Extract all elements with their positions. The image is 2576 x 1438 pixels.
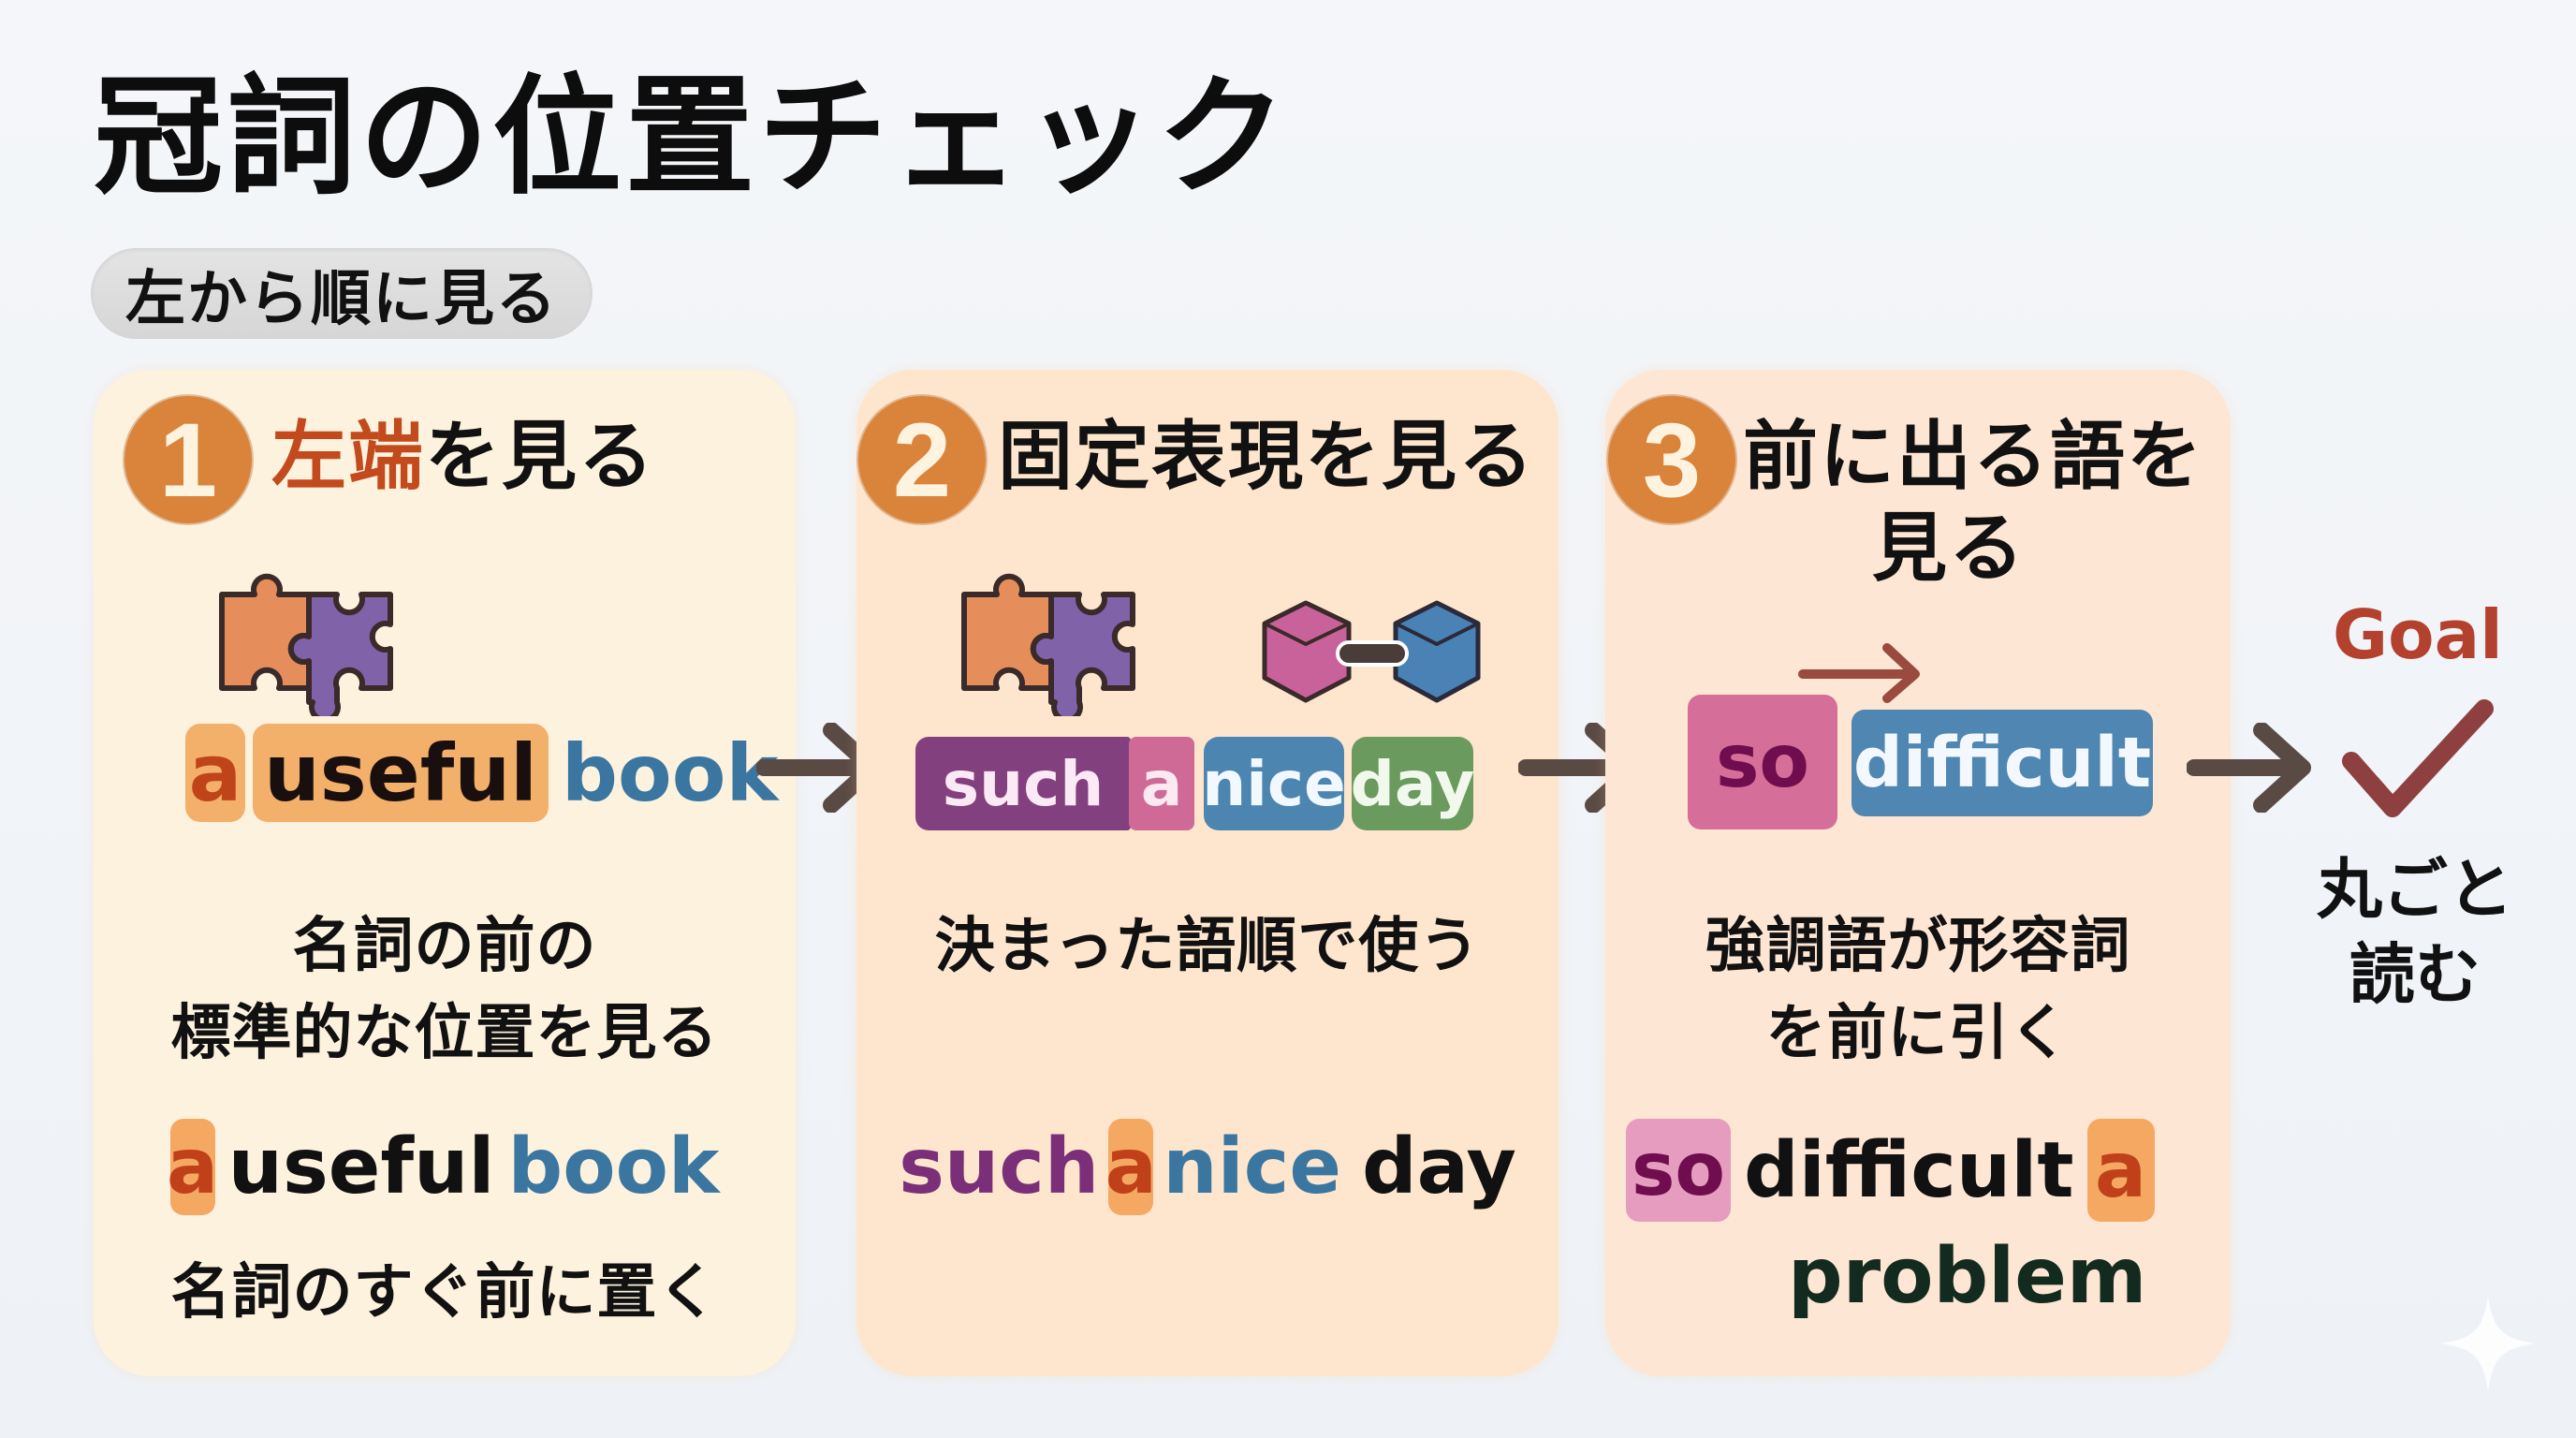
step-3-description: 強調語が形容詞 を前に引く: [1605, 903, 2231, 1078]
highlight-a: a: [2086, 1119, 2155, 1222]
goal-label: Goal: [2333, 595, 2503, 674]
chip-book: book: [561, 726, 779, 819]
step-1-description: 名詞の前の 標準的な位置を見る: [94, 903, 796, 1078]
highlight-a: a: [1105, 1119, 1157, 1215]
step-3-desc-line-1: 強調語が形容詞: [1705, 912, 2131, 981]
step-3-number: 3: [1642, 401, 1702, 519]
step-3-desc-line-2: を前に引く: [1765, 998, 2071, 1068]
step-2-title: 固定表現を見る: [998, 413, 1535, 500]
chip-day: day: [1351, 737, 1474, 830]
word-useful: useful: [227, 1123, 495, 1211]
highlight-a: a: [167, 1119, 218, 1215]
step-2-example-sentence: such a nice day: [856, 1119, 1559, 1215]
right-arrow-icon: [1795, 640, 1926, 706]
sparkle-icon: [2437, 1292, 2539, 1395]
step-1-note: 名詞のすぐ前に置く: [170, 1258, 719, 1328]
puzzle-pieces-icon: [959, 566, 1147, 716]
step-2-panel: [856, 370, 1559, 1376]
step-1-number-badge: 1: [124, 396, 252, 523]
goal-text-line-2: 読む: [2349, 936, 2481, 1013]
chip-nice: nice: [1202, 737, 1346, 830]
step-2-number-badge: 2: [858, 396, 986, 523]
word-problem: problem: [1788, 1232, 2147, 1321]
word-such: such: [899, 1123, 1100, 1211]
step-1-example-chips: a useful book: [185, 724, 783, 822]
page-title: 冠詞の位置チェック: [94, 62, 1291, 213]
step-1-title: 左端を見る: [271, 412, 655, 502]
word-nice: nice: [1163, 1123, 1341, 1211]
goal-text: 丸ごと 読む: [2284, 847, 2546, 1018]
step-3-example-sentence: so difficult a: [1626, 1119, 2155, 1222]
step-1-example-sentence: a useful book: [94, 1119, 796, 1215]
goal-text-line-1: 丸ごと: [2317, 851, 2513, 928]
highlight-so: so: [1626, 1119, 1731, 1222]
subtitle-text: 左から順に見る: [125, 264, 558, 334]
subtitle-pill: 左から順に見る: [91, 248, 593, 339]
puzzle-pieces-icon: [217, 566, 404, 716]
step-1-desc-line-1: 名詞の前の: [292, 912, 597, 981]
word-book: book: [507, 1123, 720, 1211]
step-2-example-chips: such a nice day: [915, 737, 1474, 830]
chip-so: so: [1688, 695, 1837, 829]
chip-a: a: [185, 724, 245, 822]
step-2-number: 2: [892, 401, 952, 519]
step-1-number: 1: [158, 401, 218, 519]
right-arrow-icon: [2187, 723, 2318, 813]
step-1-desc-line-2: 標準的な位置を見る: [170, 998, 719, 1068]
chip-a: a: [1129, 737, 1194, 830]
word-difficult: difficult: [1744, 1125, 2074, 1215]
checkmark-icon: [2338, 697, 2497, 824]
chip-such: such: [915, 737, 1131, 830]
chip-difficult: difficult: [1852, 710, 2153, 816]
step-3-title-line-1: 前に出る語を: [1743, 413, 2203, 500]
chip-useful: useful: [253, 724, 549, 822]
step-3-number-badge: 3: [1608, 396, 1735, 523]
step-1-title-rest: を見る: [425, 413, 655, 500]
step-2-description: 決まった語順で使う: [934, 912, 1481, 981]
linked-cubes-icon: [1259, 599, 1484, 707]
step-1-title-accent: 左端: [271, 413, 425, 500]
step-3-title-line-2: 見る: [1872, 505, 2026, 592]
word-day: day: [1361, 1123, 1516, 1211]
